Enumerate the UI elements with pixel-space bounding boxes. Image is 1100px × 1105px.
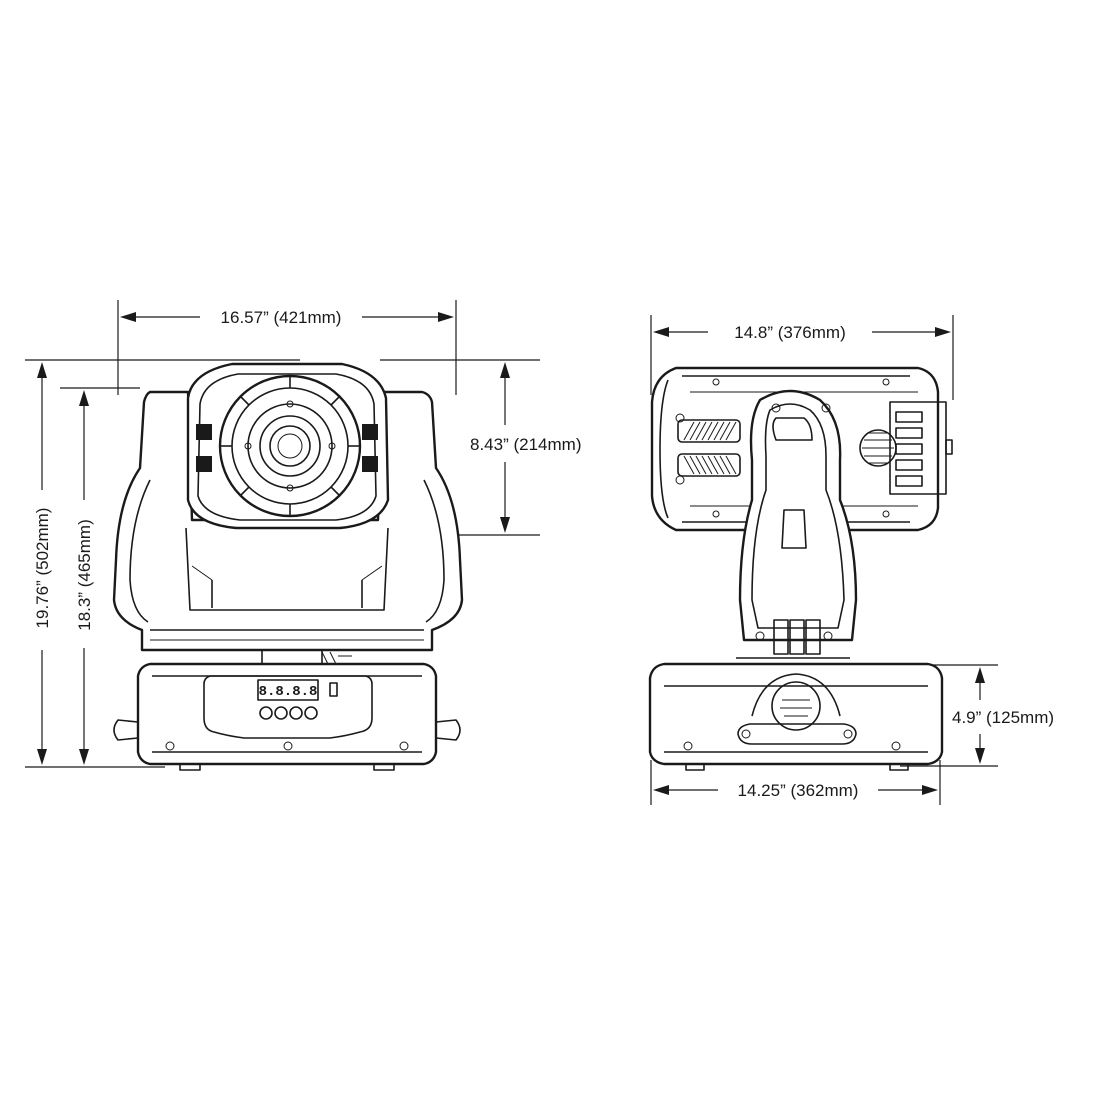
side-base-width-dimension: 14.25” (362mm) (653, 781, 938, 800)
side-base-height-dimension: 4.9” (125mm) (952, 667, 1054, 764)
status-indicator (329, 682, 338, 697)
front-base: 8.8.8.8 (113, 662, 461, 771)
side-base (648, 662, 944, 771)
side-head-width-label: 14.8” (376mm) (734, 323, 845, 342)
carry-handle (737, 723, 857, 745)
vent-grille-lower (677, 453, 741, 477)
front-head-height-label: 8.43” (214mm) (470, 435, 581, 454)
front-width-label: 16.57” (421mm) (221, 308, 342, 327)
led-display-readout: 8.8.8.8 (259, 684, 318, 700)
side-yoke (736, 389, 858, 659)
front-head-height-dimension: 8.43” (214mm) (470, 362, 581, 533)
control-panel (203, 675, 373, 739)
vent-grille-upper (677, 419, 741, 443)
front-width-dimension: 16.57” (421mm) (120, 308, 454, 327)
front-total-height-label: 19.76” (502mm) (33, 508, 52, 629)
front-view: 16.57” (421mm) 19.76” (502mm) 18.3” (465… (25, 300, 581, 771)
front-total-height-dimension: 19.76” (502mm) (33, 362, 52, 765)
menu-button-3[interactable] (289, 706, 303, 720)
front-body-height-dimension: 18.3” (465mm) (75, 390, 94, 765)
side-base-width-label: 14.25” (362mm) (738, 781, 859, 800)
side-view: 14.8” (376mm) 14.25” (362mm) 4.9” (125mm… (648, 315, 1054, 805)
front-head (186, 362, 390, 530)
menu-button-1[interactable] (259, 706, 273, 720)
front-body-height-label: 18.3” (465mm) (75, 519, 94, 630)
led-display (257, 679, 319, 701)
menu-button-2[interactable] (274, 706, 288, 720)
side-base-height-label: 4.9” (125mm) (952, 708, 1054, 727)
pan-hub (771, 681, 821, 731)
side-head-width-dimension: 14.8” (376mm) (653, 323, 951, 342)
menu-button-4[interactable] (304, 706, 318, 720)
